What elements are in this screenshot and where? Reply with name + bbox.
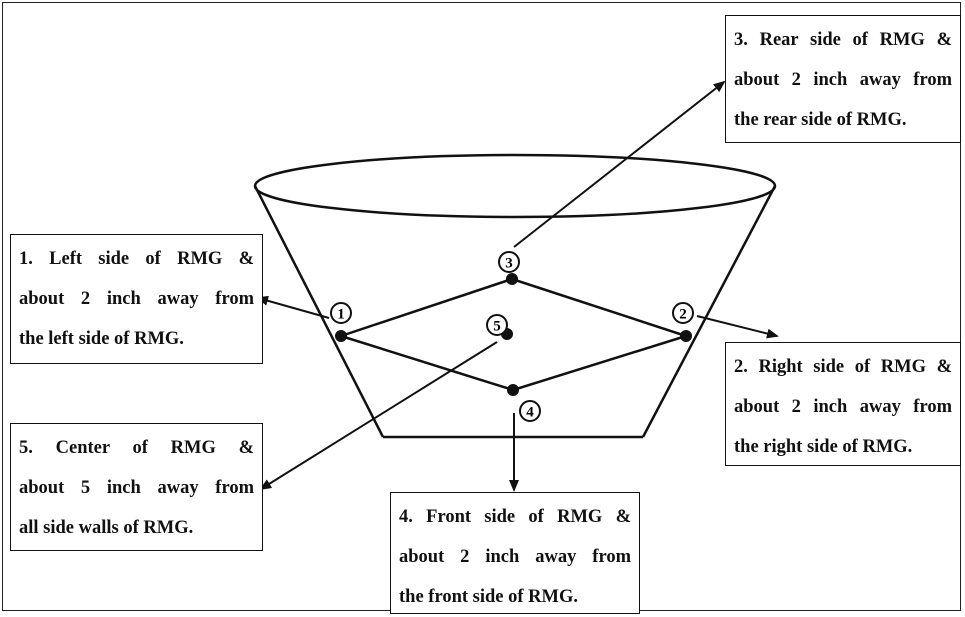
- point-2-dot: [680, 330, 692, 342]
- connector-4-1: [340, 334, 514, 392]
- callout-rear-line-1: 3. Rear side of RMG &: [734, 30, 953, 50]
- callout-front-line-1: 4. Front side of RMG &: [399, 507, 632, 527]
- point-1-number: 1: [337, 307, 345, 323]
- callout-center-line-2: about 5 inch away from: [19, 478, 254, 498]
- arrow-point-2: [696, 315, 779, 339]
- arrow-point-1: [256, 295, 330, 319]
- point-3-number: 3: [505, 256, 513, 272]
- point-5-marker: 5: [486, 314, 508, 336]
- point-4-number: 4: [526, 405, 534, 421]
- vessel-rim: [253, 153, 777, 219]
- callout-rear-line-2: about 2 inch away from: [734, 70, 952, 90]
- callout-center-line-1: 5. Center of RMG &: [19, 438, 254, 458]
- point-3-dot: [506, 273, 518, 285]
- arrow-point-5: [259, 341, 498, 491]
- point-1-marker: 1: [330, 302, 352, 324]
- callout-rear-line-3: the rear side of RMG.: [734, 110, 907, 130]
- point-2-marker: 2: [672, 302, 694, 324]
- callout-left-line-2: about 2 inch away from: [19, 289, 254, 309]
- callout-left-line-3: the left side of RMG.: [19, 329, 184, 349]
- callout-front-line-2: about 2 inch away from: [399, 547, 631, 567]
- vessel-left-wall: [253, 185, 385, 438]
- point-5-number: 5: [493, 319, 501, 335]
- arrow-point-3: [513, 80, 726, 248]
- point-2-number: 2: [679, 307, 687, 323]
- point-3-marker: 3: [498, 251, 520, 273]
- callout-left-side: 1. Left side of RMG & about 2 inch away …: [10, 234, 263, 364]
- point-4-marker: 4: [519, 400, 541, 422]
- callout-front-line-3: the front side of RMG.: [399, 587, 578, 607]
- callout-right-line-2: about 2 inch away from: [734, 397, 952, 417]
- callout-right-line-1: 2. Right side of RMG &: [734, 357, 952, 377]
- callout-front-side: 4. Front side of RMG & about 2 inch away…: [390, 492, 640, 614]
- vessel-right-wall: [641, 185, 777, 438]
- callout-center-line-3: all side walls of RMG.: [19, 518, 194, 538]
- connector-1-3: [340, 277, 513, 338]
- callout-center: 5. Center of RMG & about 5 inch away fro…: [10, 423, 263, 551]
- connector-2-4: [512, 334, 687, 392]
- point-4-dot: [507, 384, 519, 396]
- connector-3-2: [511, 277, 687, 338]
- callout-left-line-1: 1. Left side of RMG &: [19, 249, 254, 269]
- callout-right-side: 2. Right side of RMG & about 2 inch away…: [725, 342, 961, 466]
- callout-rear-side: 3. Rear side of RMG & about 2 inch away …: [725, 15, 961, 143]
- point-1-dot: [335, 330, 347, 342]
- callout-right-line-3: the right side of RMG.: [734, 437, 913, 457]
